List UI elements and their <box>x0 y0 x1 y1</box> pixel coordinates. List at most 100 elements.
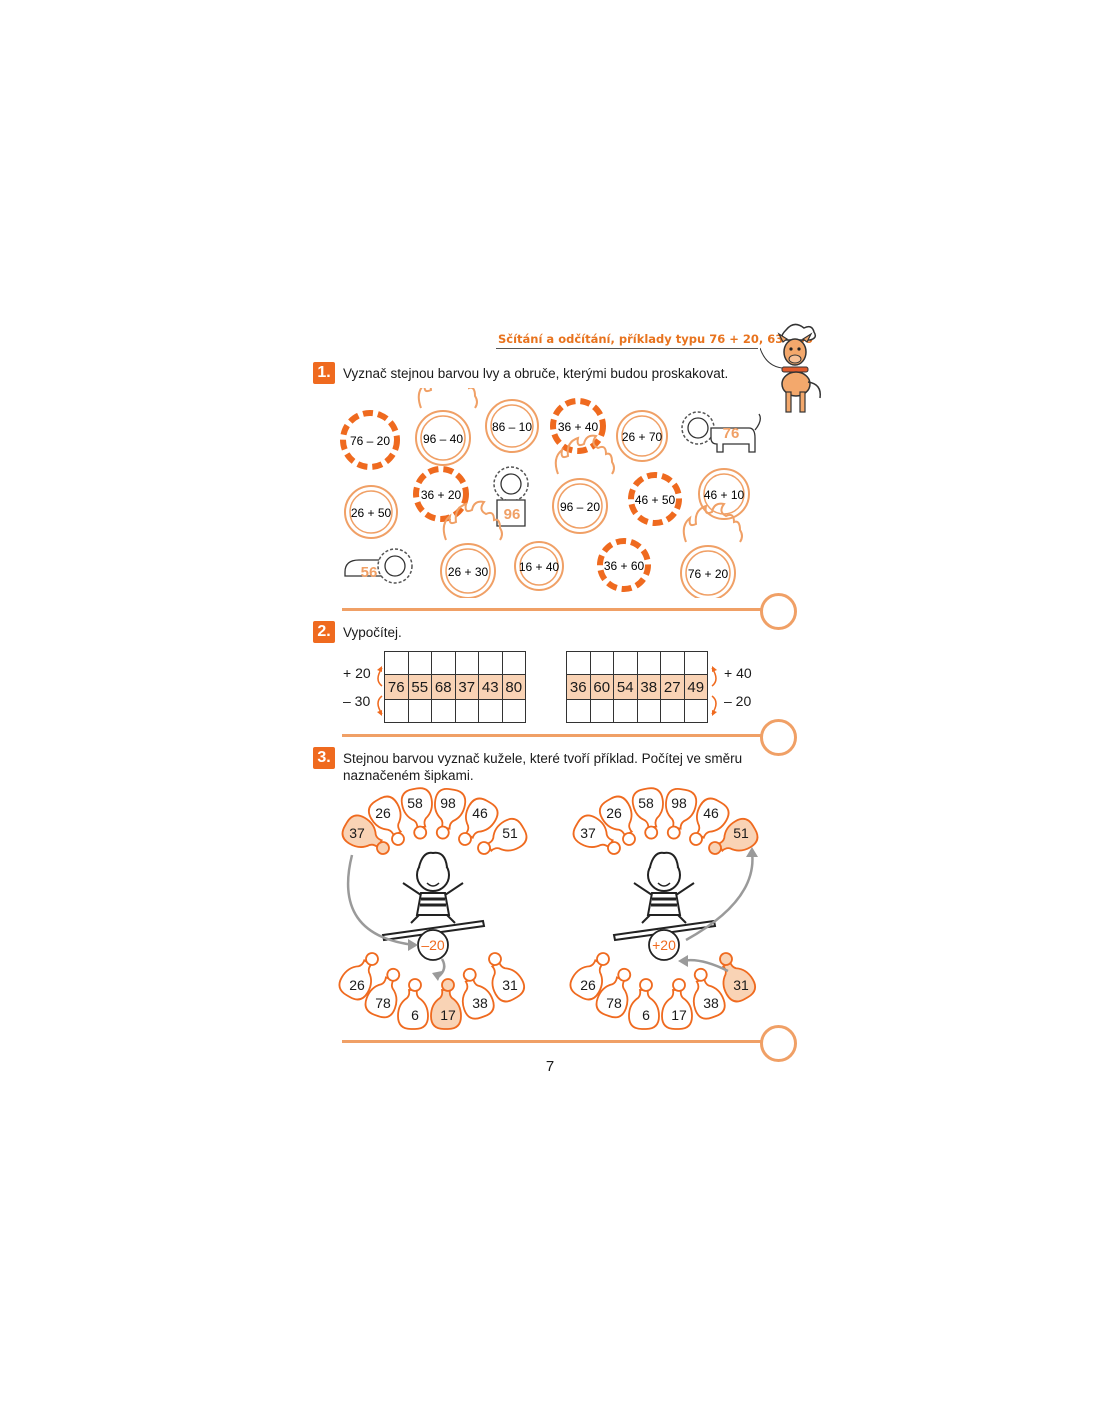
pin-top-left-2[interactable]: 26 <box>365 792 416 850</box>
lion-96[interactable]: 96 <box>493 466 529 527</box>
value-cell: 55 <box>407 674 432 700</box>
pin-bottom-left-4-label: 17 <box>440 1007 456 1023</box>
score-circle-2[interactable] <box>760 719 797 756</box>
pin-top-left-6[interactable]: 51 <box>472 815 530 866</box>
answer-cell[interactable] <box>501 699 526 723</box>
pin-top-right-5[interactable]: 46 <box>682 794 733 852</box>
hoop-8[interactable]: 96 – 20 <box>552 434 615 534</box>
answer-cell[interactable] <box>454 699 479 723</box>
value-cell: 76 <box>384 674 409 700</box>
answer-cell[interactable] <box>501 651 526 675</box>
answer-cell[interactable] <box>478 651 503 675</box>
lion-76-number: 76 <box>723 425 740 442</box>
lion-96-number: 96 <box>504 506 521 523</box>
value-cell: 27 <box>660 674 685 700</box>
hoop-12-label: 16 + 40 <box>519 560 560 574</box>
exercise-2-badge: 2. <box>313 621 335 643</box>
hoop-1[interactable]: 76 – 20 <box>340 410 400 470</box>
pin-top-right-4[interactable]: 98 <box>660 787 698 841</box>
pin-top-left-1[interactable]: 37 <box>338 811 396 862</box>
chapter-title: Sčítání a odčítání, příklady typu 76 + 2… <box>498 332 813 346</box>
answer-cell[interactable] <box>660 651 685 675</box>
hoop-6[interactable]: 26 + 50 <box>344 485 398 539</box>
answer-cell[interactable] <box>589 651 614 675</box>
answer-cell[interactable] <box>683 699 708 723</box>
pin-top-right-2[interactable]: 26 <box>596 792 647 850</box>
ball-right[interactable]: +20 <box>648 929 680 961</box>
hoop-4-label: 36 + 40 <box>558 420 599 434</box>
answer-cell[interactable] <box>636 699 661 723</box>
exercise-3-badge: 3. <box>313 747 335 769</box>
pin-top-right-6[interactable]: 51 <box>703 815 761 866</box>
hoop-6-label: 26 + 50 <box>351 506 392 520</box>
pin-bottom-left-2[interactable]: 78 <box>362 963 407 1020</box>
answer-cell[interactable] <box>660 699 685 723</box>
pin-top-left-6-label: 51 <box>502 825 518 841</box>
pin-top-right-1[interactable]: 37 <box>569 811 627 862</box>
pin-bottom-left-6[interactable]: 31 <box>477 947 528 1005</box>
answer-cell[interactable] <box>407 651 432 675</box>
answer-cell[interactable] <box>431 699 456 723</box>
hoop-5[interactable]: 26 + 70 <box>616 410 668 462</box>
ball-left[interactable]: –20 <box>417 929 449 961</box>
pin-bottom-left-3[interactable]: 6 <box>397 978 429 1030</box>
answer-cell[interactable] <box>613 699 638 723</box>
pin-bottom-right-6[interactable]: 31 <box>708 947 759 1005</box>
answer-cell[interactable] <box>431 651 456 675</box>
hoop-13[interactable]: 36 + 60 <box>597 538 651 592</box>
answer-cell[interactable] <box>566 699 591 723</box>
hoop-3[interactable]: 86 – 10 <box>485 399 539 453</box>
pin-bottom-right-2[interactable]: 78 <box>593 963 638 1020</box>
answer-cell[interactable] <box>384 651 409 675</box>
pin-top-right-3[interactable]: 58 <box>631 786 669 840</box>
pin-bottom-right-4[interactable]: 17 <box>661 978 693 1030</box>
pin-bottom-right-1[interactable]: 26 <box>566 945 617 1003</box>
hoop-14[interactable]: 76 + 20 <box>680 502 743 598</box>
pin-top-right-4-label: 98 <box>671 795 687 811</box>
answer-cell[interactable] <box>683 651 708 675</box>
answer-cell[interactable] <box>636 651 661 675</box>
pin-bottom-left-1[interactable]: 26 <box>335 945 386 1003</box>
exercise-3-instruction-line-1: Stejnou barvou vyznač kužele, které tvoř… <box>343 751 743 766</box>
answer-cell[interactable] <box>566 651 591 675</box>
pin-top-right-6-label: 51 <box>733 825 749 841</box>
pin-top-left-5[interactable]: 46 <box>451 794 502 852</box>
hoop-11[interactable]: 26 + 30 <box>440 500 503 598</box>
acrobat-left-icon <box>381 851 486 942</box>
value-cell: 37 <box>454 674 479 700</box>
answer-cell[interactable] <box>384 699 409 723</box>
hoop-8-label: 96 – 20 <box>560 500 600 514</box>
hoop-9[interactable]: 46 + 50 <box>628 472 682 526</box>
answer-cell[interactable] <box>454 651 479 675</box>
answer-cell[interactable] <box>589 699 614 723</box>
header-underline <box>496 348 758 349</box>
hoop-2[interactable]: 96 – 40 <box>415 388 478 466</box>
score-circle-1[interactable] <box>760 593 797 630</box>
pin-top-left-4[interactable]: 98 <box>429 787 467 841</box>
score-circle-3[interactable] <box>760 1025 797 1062</box>
pin-bottom-left-4[interactable]: 17 <box>430 978 462 1030</box>
acrobat-right-icon <box>612 851 717 942</box>
answer-cell[interactable] <box>478 699 503 723</box>
lion-56[interactable]: 56 <box>344 548 413 584</box>
exercise-3-instruction-line-2: naznačeném šipkami. <box>343 768 474 783</box>
hoop-5-label: 26 + 70 <box>622 430 663 444</box>
hoop-4[interactable]: 36 + 40 <box>550 398 606 454</box>
pin-bottom-right-5-label: 38 <box>703 995 719 1011</box>
pin-bottom-right-3-label: 6 <box>642 1007 650 1023</box>
hoop-12[interactable]: 16 + 40 <box>514 541 564 591</box>
answer-cell[interactable] <box>407 699 432 723</box>
pin-bottom-right-3[interactable]: 6 <box>628 978 660 1030</box>
lion-76[interactable]: 76 <box>681 411 761 453</box>
value-cell: 49 <box>683 674 708 700</box>
answer-cell[interactable] <box>613 651 638 675</box>
left-top-operation: + 20 <box>343 665 371 681</box>
pin-bottom-left-5[interactable]: 38 <box>452 965 497 1022</box>
hoop-10[interactable]: 46 + 10 <box>698 468 750 520</box>
pin-top-left-3[interactable]: 58 <box>400 786 438 840</box>
right-bottom-operation: – 20 <box>724 693 752 709</box>
hoop-7[interactable]: 36 + 20 <box>413 466 469 522</box>
pin-bottom-right-5[interactable]: 38 <box>683 965 728 1022</box>
exercise-1-instruction: Vyznač stejnou barvou lvy a obruče, kter… <box>343 366 729 381</box>
